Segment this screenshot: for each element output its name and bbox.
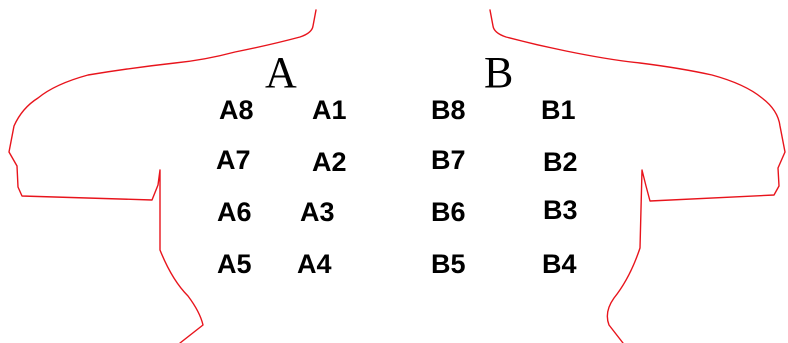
group-a-heading: A <box>265 48 297 97</box>
lead-a7: A7 <box>216 145 251 175</box>
lead-b2: B2 <box>543 147 578 177</box>
lead-a6: A6 <box>217 197 252 227</box>
lead-a3: A3 <box>300 197 335 227</box>
lead-b3: B3 <box>543 195 578 225</box>
lead-a5: A5 <box>217 249 252 279</box>
lead-a8: A8 <box>219 95 254 125</box>
lead-a1: A1 <box>312 95 347 125</box>
lead-b6: B6 <box>431 197 466 227</box>
torso-outline-left <box>8 9 317 343</box>
lead-b4: B4 <box>542 249 577 279</box>
lead-a4: A4 <box>297 249 332 279</box>
lead-b5: B5 <box>431 249 466 279</box>
lead-b8: B8 <box>431 95 466 125</box>
lead-a2: A2 <box>312 147 347 177</box>
torso-outline-right <box>489 9 786 343</box>
lead-b1: B1 <box>541 95 576 125</box>
lead-b7: B7 <box>431 145 466 175</box>
group-b-heading: B <box>484 48 514 97</box>
